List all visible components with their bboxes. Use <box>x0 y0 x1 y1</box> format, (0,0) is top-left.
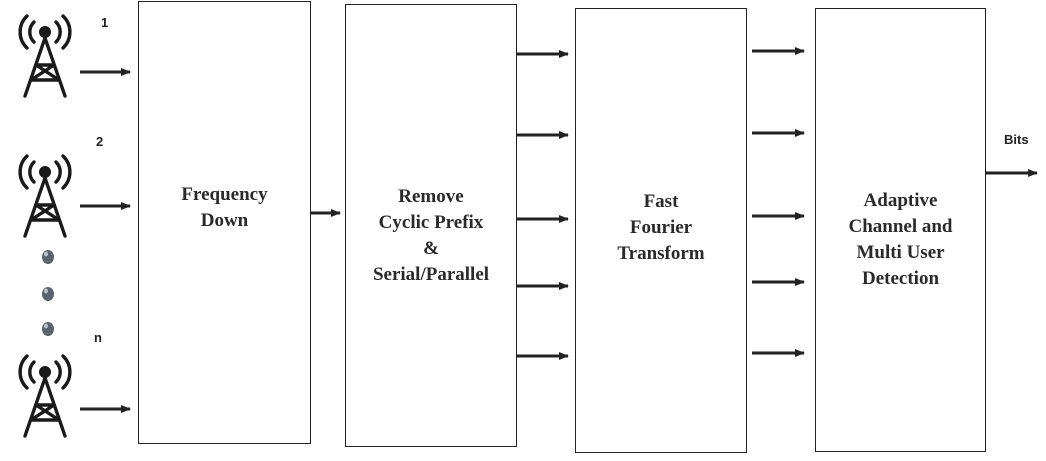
antenna-label-2: 2 <box>96 134 104 149</box>
ellipsis-dot-icon <box>42 322 54 336</box>
frequency-down-label: Frequency Down <box>181 183 268 231</box>
antenna-icon <box>18 14 72 98</box>
antenna-icon <box>18 354 72 438</box>
remove-cyclic-prefix-block: Remove Cyclic Prefix & Serial/Parallel <box>345 4 517 447</box>
antenna-label-n: n <box>94 330 102 345</box>
adaptive-channel-detection-label: Adaptive Channel and Multi User Detectio… <box>848 190 953 289</box>
antenna-label-1: 1 <box>101 15 109 30</box>
antenna-icon <box>18 154 72 238</box>
ellipsis-dot-icon <box>42 250 54 264</box>
output-bits-label: Bits <box>1004 132 1029 147</box>
fast-fourier-transform-label: Fast Fourier Transform <box>617 191 705 264</box>
frequency-down-block: Frequency Down <box>138 1 311 444</box>
adaptive-channel-detection-block: Adaptive Channel and Multi User Detectio… <box>815 8 986 452</box>
ellipsis-dot-icon <box>42 287 54 301</box>
remove-cyclic-prefix-label: Remove Cyclic Prefix & Serial/Parallel <box>372 185 490 285</box>
fast-fourier-transform-block: Fast Fourier Transform <box>575 8 747 453</box>
